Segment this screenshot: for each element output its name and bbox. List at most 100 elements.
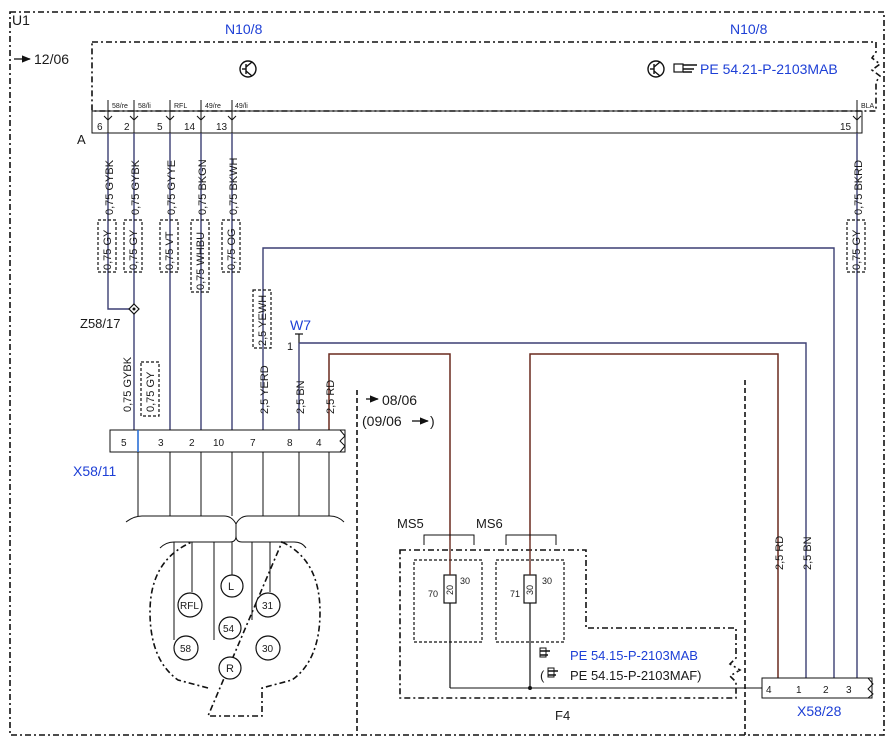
- svg-text:2: 2: [823, 685, 829, 696]
- wire-label-w4: 0,75 BKGN: [197, 159, 209, 215]
- svg-text:70: 70: [428, 589, 438, 599]
- svg-text:0,75 WHBU: 0,75 WHBU: [195, 232, 207, 290]
- wire-rd: [328, 353, 451, 540]
- trailer-socket: [149, 540, 321, 717]
- wire-label-yerd: 2,5 YERD: [259, 365, 271, 414]
- module-ref-link[interactable]: PE 54.21-P-2103MAB: [700, 61, 838, 77]
- svg-text:2,5 YEWH: 2,5 YEWH: [257, 295, 269, 346]
- svg-text:49/re: 49/re: [205, 103, 221, 110]
- module-name-left: N10/8: [225, 21, 263, 37]
- wire-label-rd: 2,5 RD: [325, 380, 337, 414]
- svg-text:2: 2: [189, 438, 195, 449]
- svg-text:5: 5: [157, 122, 163, 133]
- wire-rd-right: [529, 353, 779, 678]
- wire-label-rd2: 2,5 RD: [774, 536, 786, 570]
- svg-text:(09/06: (09/06: [362, 413, 402, 429]
- svg-text:14: 14: [184, 122, 196, 133]
- x58-11-pins: 5 3 2 10 7 8 4: [121, 438, 322, 449]
- x58-11-label[interactable]: X58/11: [73, 463, 117, 479]
- svg-text:0,75 GY: 0,75 GY: [851, 229, 863, 270]
- alt-box-yewh: [252, 289, 272, 349]
- svg-text:L: L: [228, 581, 234, 593]
- fuse-block-label: F4: [555, 708, 570, 723]
- wire-label-bn2: 2,5 BN: [802, 536, 814, 570]
- pointing-hand-icon: [539, 647, 550, 658]
- svg-text:0,75 VT: 0,75 VT: [164, 231, 176, 270]
- fuse-block-f4: [399, 549, 742, 699]
- wire-label-w1: 0,75 GYBK: [104, 159, 116, 215]
- svg-text:5: 5: [121, 438, 127, 449]
- svg-text:RFL: RFL: [174, 103, 187, 110]
- svg-text:RFL: RFL: [180, 601, 199, 612]
- connector-x58-28: [761, 677, 873, 699]
- svg-text:7: 7: [250, 438, 256, 449]
- bundle-brace: [125, 515, 345, 526]
- svg-text:3: 3: [846, 685, 852, 696]
- fuse-ref-link-1[interactable]: PE 54.15-P-2103MAB: [570, 648, 698, 663]
- x58-28-label[interactable]: X58/28: [797, 703, 842, 719]
- module-name-right: N10/8: [730, 21, 768, 37]
- svg-text:0,75 GY: 0,75 GY: [128, 229, 140, 270]
- wire-label-w6: 0,75 BKRD: [853, 160, 865, 215]
- ground-w7-pin: 1: [287, 341, 293, 353]
- splice-label: Z58/17: [80, 316, 120, 331]
- pointing-hand-icon: [673, 63, 697, 73]
- svg-text:30: 30: [542, 576, 552, 586]
- svg-text:13: 13: [216, 122, 228, 133]
- svg-text:10: 10: [213, 438, 225, 449]
- fuse-ref-link-2[interactable]: PE 54.15-P-2103MAF): [570, 668, 702, 683]
- svg-text:(: (: [540, 668, 545, 683]
- svg-text:31: 31: [262, 601, 274, 612]
- frame-label: U1: [12, 12, 30, 28]
- pin-a-6: 6 58/re: [97, 100, 128, 133]
- ground-w7-label: W7: [290, 317, 311, 333]
- transistor-icon: [647, 60, 665, 78]
- svg-text:58/li: 58/li: [138, 103, 151, 110]
- ms6-label: MS6: [476, 516, 503, 531]
- splice-z58-17: [128, 303, 140, 315]
- svg-text:): ): [430, 413, 435, 429]
- svg-text:BLA: BLA: [861, 103, 875, 110]
- svg-text:0,75 OG: 0,75 OG: [226, 228, 238, 270]
- svg-text:58/re: 58/re: [112, 103, 128, 110]
- svg-text:58: 58: [180, 644, 192, 655]
- svg-text:54: 54: [223, 624, 235, 635]
- pin-a-15: 15 BLA: [840, 100, 875, 133]
- date-range-mid: 08/06 (09/06 ): [362, 392, 435, 429]
- wire-58re: [107, 133, 134, 310]
- transistor-icon: [239, 60, 257, 78]
- socket-pin-rfl: RFL: [177, 592, 203, 618]
- svg-text:2: 2: [124, 122, 130, 133]
- svg-text:R: R: [226, 663, 234, 675]
- svg-text:1: 1: [796, 685, 802, 696]
- socket-pin-31: 31: [255, 592, 281, 618]
- socket-pin-r: R: [218, 656, 242, 680]
- wire-label-w5: 0,75 BKWH: [228, 157, 240, 215]
- outer-frame: [9, 11, 885, 736]
- socket-pin-l: L: [220, 574, 244, 598]
- date-range-top: 12/06: [14, 51, 69, 67]
- svg-text:30: 30: [460, 576, 470, 586]
- alt-box-z: [140, 361, 160, 417]
- socket-pin-54: 54: [218, 616, 242, 640]
- svg-text:15: 15: [840, 122, 852, 133]
- bundle-brace-lower: [159, 535, 307, 549]
- wire-bn-right: [299, 342, 807, 678]
- svg-text:4: 4: [766, 685, 772, 696]
- connector-a-label: A: [77, 132, 86, 147]
- pointing-hand-icon: [547, 667, 558, 678]
- wire-label-w2: 0,75 GYBK: [130, 159, 142, 215]
- date-range-top-label: 12/06: [34, 51, 69, 67]
- svg-text:8: 8: [287, 438, 293, 449]
- wire-label-z-gybk: 0,75 GYBK: [122, 356, 134, 412]
- svg-text:6: 6: [97, 122, 103, 133]
- wire-label-w3: 0,75 GYYE: [166, 160, 178, 215]
- svg-text:30: 30: [262, 644, 274, 655]
- x58-28-pins: 4 1 2 3: [766, 685, 852, 696]
- socket-pin-58: 58: [173, 635, 199, 661]
- wire-yewh: [262, 247, 835, 678]
- socket-pin-30: 30: [255, 635, 281, 661]
- connector-a-bar: [91, 110, 863, 134]
- svg-text:30: 30: [525, 585, 535, 595]
- pin-a-14: 14 49/re: [184, 100, 221, 133]
